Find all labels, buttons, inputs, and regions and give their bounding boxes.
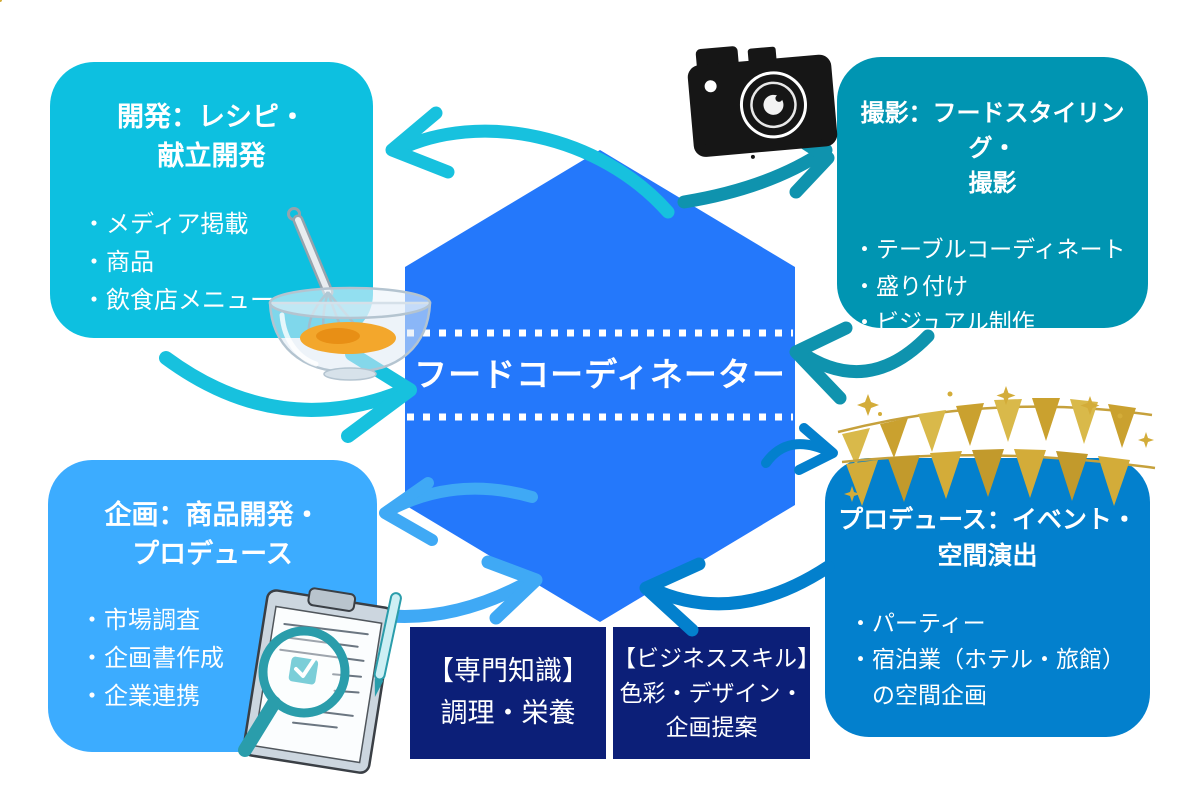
list-item: の空間企画 [849,682,987,709]
arrow-develop-to-center-icon [159,347,417,443]
develop-title: 開発：レシピ・ 献立開発 [117,102,306,172]
list-item: ・商品 [82,249,154,277]
list-item: ・市場調査 [80,607,200,635]
arrow-produce-to-center-icon [639,557,835,637]
list-item: ・ビジュアル制作 [853,309,1035,336]
arrow-planning-to-center-icon [345,555,543,625]
shooting-title: 撮影：フードスタイリング・ 撮影 [860,100,1125,197]
produce-title: プロデュース：イベント・ 空間演出 [838,506,1137,571]
list-item: ・メディア掲載 [82,211,249,239]
arrow-center-to-planning-icon [379,477,538,546]
camera-icon [687,46,838,159]
list-item: ・飲食店メニュー [82,287,274,315]
planning-box: 企画：商品開発・ プロデュース ・市場調査 ・企画書作成 ・企業連携 [48,460,377,752]
shooting-items: ・テーブルコーディネート ・盛り付け ・ビジュアル制作 [853,231,1148,340]
list-item: ・宿泊業（ホテル・旅館） [849,645,1125,672]
list-item: ・企画書作成 [80,645,224,673]
develop-box: 開発：レシピ・ 献立開発 ・メディア掲載 ・商品 ・飲食店メニュー [50,62,373,338]
list-item: ・テーブルコーディネート [853,236,1126,263]
arrow-center-to-develop-icon [385,106,675,219]
arrow-center-to-shooting-icon [677,127,835,209]
business-skill-box: 【ビジネススキル】 色彩・デザイン・ 企画提案 [613,627,820,759]
knowledge-skill-box: 【専門知識】 調理・栄養 [410,627,606,759]
arrow-center-to-produce-icon [761,423,838,475]
center-role-label: フードコーディネーター [414,356,786,393]
planning-items: ・市場調査 ・企画書作成 ・企業連携 [80,602,377,716]
produce-box: プロデュース：イベント・ 空間演出 ・パーティー ・宿泊業（ホテル・旅館） の空… [825,458,1150,737]
list-item: ・企業連携 [80,683,200,711]
planning-title: 企画：商品開発・ プロデュース [104,500,321,570]
list-item: ・パーティー [849,609,986,636]
list-item: ・盛り付け [853,272,968,299]
shooting-box: 撮影：フードスタイリング・ 撮影 ・テーブルコーディネート ・盛り付け ・ビジュ… [837,57,1148,335]
develop-items: ・メディア掲載 ・商品 ・飲食店メニュー [82,206,373,320]
produce-items: ・パーティー ・宿泊業（ホテル・旅館） の空間企画 [849,605,1150,714]
